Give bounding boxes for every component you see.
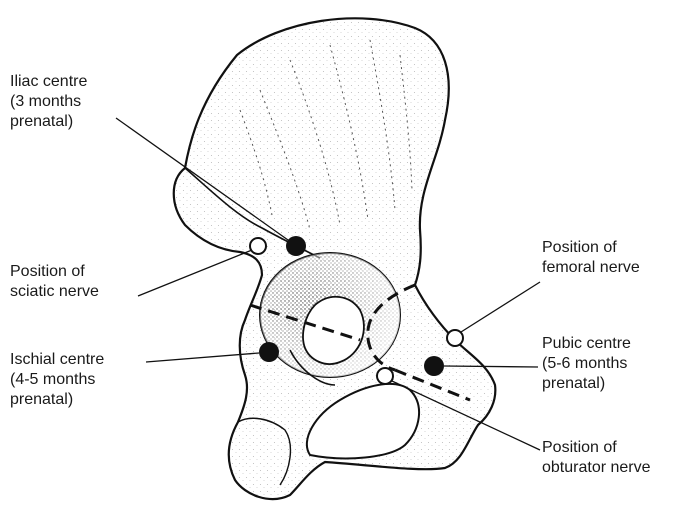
pubic-centre-line-3: prenatal) [542, 374, 631, 394]
ischial-centre-line-3: prenatal) [10, 390, 104, 410]
sciatic-nerve-label: Position of sciatic nerve [10, 262, 99, 302]
obturator-nerve-marker [377, 368, 393, 384]
pubic-centre-line-1: Pubic centre [542, 334, 631, 354]
obturator-nerve-line-2: obturator nerve [542, 458, 651, 478]
femoral-nerve-label: Position of femoral nerve [542, 238, 640, 278]
ischial-centre-line-1: Ischial centre [10, 350, 104, 370]
iliac-centre-line-3: prenatal) [10, 112, 87, 132]
obturator-nerve-label: Position of obturator nerve [542, 438, 651, 478]
femoral-nerve-line-1: Position of [542, 238, 640, 258]
femoral-nerve-line-2: femoral nerve [542, 258, 640, 278]
pubic-centre-label: Pubic centre (5-6 months prenatal) [542, 334, 631, 394]
sciatic-nerve-marker [250, 238, 266, 254]
pubic-centre-line-2: (5-6 months [542, 354, 631, 374]
sciatic-nerve-line-1: Position of [10, 262, 99, 282]
femoral-nerve-marker [447, 330, 463, 346]
iliac-centre-line-1: Iliac centre [10, 72, 87, 92]
pubic-centre-marker [424, 356, 444, 376]
ischial-centre-marker [259, 342, 279, 362]
sciatic-nerve-line-2: sciatic nerve [10, 282, 99, 302]
iliac-centre-marker [286, 236, 306, 256]
ischial-centre-label: Ischial centre (4-5 months prenatal) [10, 350, 104, 410]
iliac-centre-line-2: (3 months [10, 92, 87, 112]
iliac-centre-label: Iliac centre (3 months prenatal) [10, 72, 87, 132]
obturator-nerve-line-1: Position of [542, 438, 651, 458]
ischial-centre-line-2: (4-5 months [10, 370, 104, 390]
